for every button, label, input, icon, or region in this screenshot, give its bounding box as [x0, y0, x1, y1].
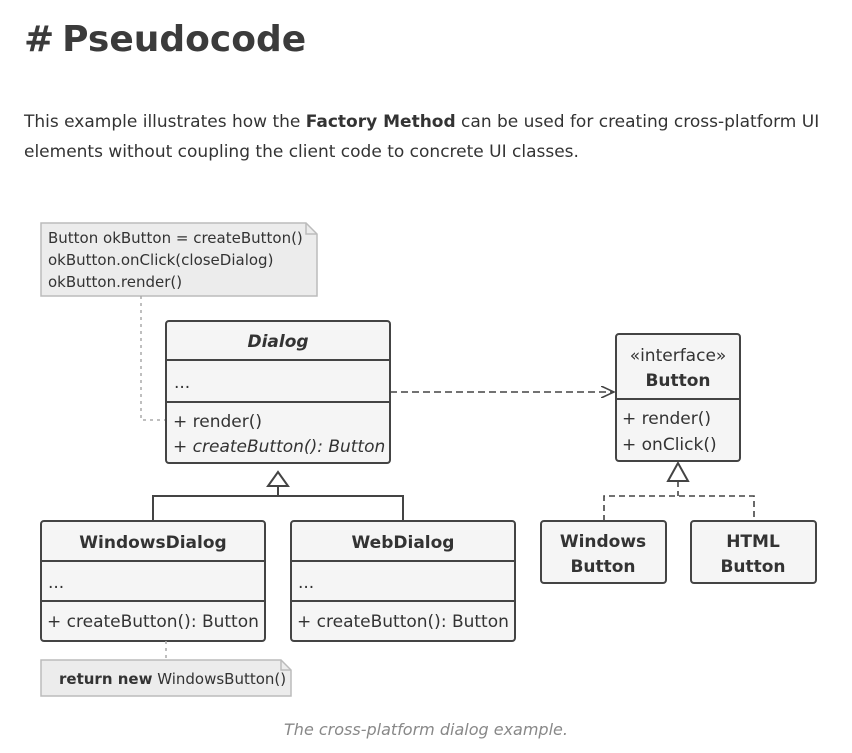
interface-method-render: + render() — [622, 409, 711, 429]
windows-dialog-method: + createButton(): Button — [47, 612, 259, 632]
interface-method-onclick: + onClick() — [622, 435, 717, 455]
intro-paragraph: This example illustrates how the Factory… — [24, 107, 824, 167]
note-connector — [140, 296, 166, 421]
inheritance-dialog — [152, 470, 404, 521]
class-windows-dialog: WindowsDialog ... + createButton(): Butt… — [40, 520, 266, 642]
windows-button-line1: Windows — [560, 532, 646, 552]
windows-button-line2: Button — [570, 557, 635, 577]
note-line-2: okButton.onClick(closeDialog) — [48, 251, 273, 269]
web-dialog-fields: ... — [298, 573, 314, 593]
html-button-line2: Button — [720, 557, 785, 577]
anchor-hash[interactable]: # — [24, 19, 55, 60]
windows-dialog-fields: ... — [48, 573, 64, 593]
page-title: Pseudocode — [62, 19, 307, 60]
interface-stereotype: «interface» — [630, 346, 727, 366]
note-windows-dialog: return new WindowsButton() — [40, 659, 292, 697]
web-dialog-method: + createButton(): Button — [297, 612, 509, 632]
realization-button — [603, 460, 755, 521]
uml-class-diagram: Button okButton = createButton() okButto… — [40, 222, 817, 697]
dialog-fields: ... — [174, 373, 190, 393]
class-web-dialog: WebDialog ... + createButton(): Button — [290, 520, 516, 642]
class-html-button: HTML Button — [690, 520, 817, 584]
class-dialog: Dialog ... + render() + createButton(): … — [165, 320, 391, 464]
web-dialog-title: WebDialog — [352, 533, 455, 553]
page-heading: #Pseudocode — [24, 16, 306, 64]
dialog-method-create: + createButton(): Button — [173, 437, 385, 457]
intro-text: This example illustrates how the — [24, 112, 306, 132]
intro-text-rest: can be used for creating cross-platform … — [24, 112, 820, 162]
dialog-title: Dialog — [247, 332, 308, 352]
note-line-1: Button okButton = createButton() — [48, 229, 303, 247]
interface-title: Button — [645, 371, 710, 391]
windows-dialog-title: WindowsDialog — [79, 533, 226, 553]
class-windows-button: Windows Button — [540, 520, 667, 584]
interface-button: «interface» Button + render() + onClick(… — [615, 333, 741, 462]
intro-bold-term: Factory Method — [305, 112, 456, 132]
dialog-method-render: + render() — [173, 412, 262, 432]
note-client-code: Button okButton = createButton() okButto… — [40, 222, 318, 297]
html-button-line1: HTML — [726, 532, 780, 552]
figure-caption: The cross-platform dialog example. — [284, 720, 568, 739]
note-line-3: okButton.render() — [48, 273, 182, 291]
bottom-note-text: return new WindowsButton() — [59, 670, 286, 688]
